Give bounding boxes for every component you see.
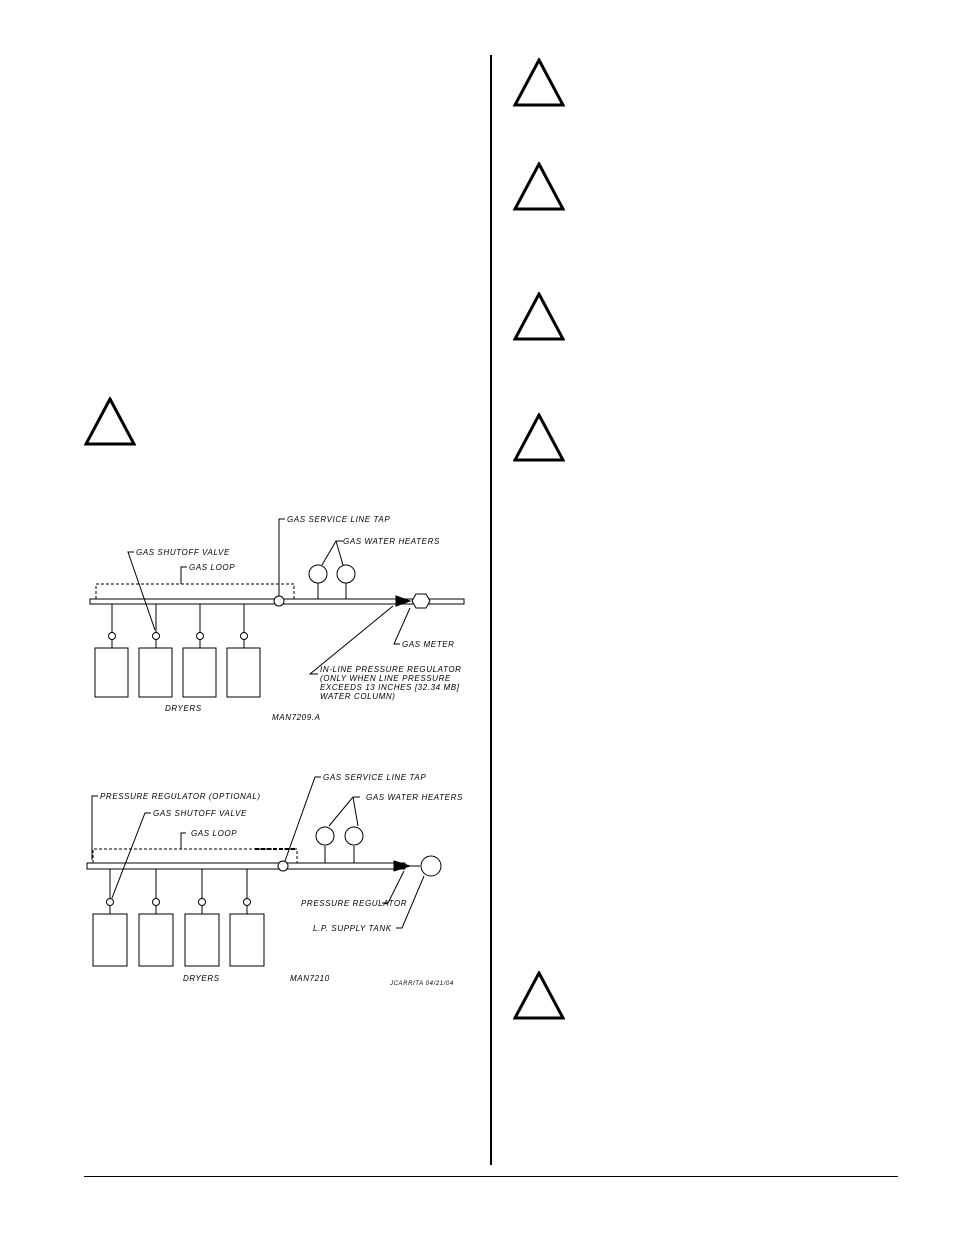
column-divider <box>490 55 492 1165</box>
label-shutoff-valve: GAS SHUTOFF VALVE <box>136 548 230 557</box>
label-regulator-1: IN-LINE PRESSURE REGULATOR <box>320 665 462 674</box>
gas-loop-outline <box>95 583 295 599</box>
dryer-unit <box>92 913 128 967</box>
pressure-regulator <box>393 860 412 872</box>
water-heater <box>308 564 328 584</box>
shutoff-valve <box>240 632 248 640</box>
label-gas-loop: GAS LOOP <box>189 563 235 572</box>
label-regulator-3: EXCEEDS 13 INCHES [32.34 MB] <box>320 683 460 692</box>
label-dryers: DRYERS <box>165 704 202 713</box>
gas-loop-outline <box>92 848 298 863</box>
label-shutoff-valve: GAS SHUTOFF VALVE <box>153 809 247 818</box>
label-pressure-regulator: PRESSURE REGULATOR <box>301 899 407 908</box>
water-heater <box>336 564 356 584</box>
dryer-unit <box>184 913 220 967</box>
warning-triangle-icon <box>84 397 136 446</box>
dryer-unit <box>138 647 173 698</box>
shutoff-valve <box>243 898 251 906</box>
dryer-unit <box>182 647 217 698</box>
lp-supply-tank <box>420 855 442 877</box>
warning-triangle-icon <box>513 971 565 1020</box>
label-regulator-2: (ONLY WHEN LINE PRESSURE <box>320 674 451 683</box>
figure-id: MAN7209.A <box>272 713 321 722</box>
shutoff-valve <box>106 898 114 906</box>
pressure-regulator <box>395 595 412 607</box>
gas-meter <box>411 593 431 609</box>
label-water-heaters: GAS WATER HEATERS <box>343 537 440 546</box>
dryer-unit <box>138 913 174 967</box>
dryer-unit <box>94 647 129 698</box>
label-gas-loop: GAS LOOP <box>191 829 237 838</box>
shutoff-valve <box>196 632 204 640</box>
label-service-tap: GAS SERVICE LINE TAP <box>323 773 426 782</box>
shutoff-valve <box>152 898 160 906</box>
shutoff-valve <box>152 632 160 640</box>
warning-triangle-icon <box>513 413 565 462</box>
dryer-unit <box>229 913 265 967</box>
label-regulator-4: WATER COLUMN) <box>320 692 396 701</box>
label-lp-tank: L.P. SUPPLY TANK <box>313 924 392 933</box>
dryer-unit <box>226 647 261 698</box>
footer-rule <box>84 1176 898 1177</box>
water-heater <box>344 826 364 846</box>
shutoff-valve <box>108 632 116 640</box>
warning-triangle-icon <box>513 162 565 211</box>
label-dryers: DRYERS <box>183 974 220 983</box>
main-gas-pipe <box>86 862 406 870</box>
label-service-tap: GAS SERVICE LINE TAP <box>287 515 390 524</box>
label-water-heaters: GAS WATER HEATERS <box>366 793 463 802</box>
shutoff-valve <box>198 898 206 906</box>
figure-id: MAN7210 <box>290 974 330 983</box>
label-pressure-reg-optional: PRESSURE REGULATOR (OPTIONAL) <box>100 792 261 801</box>
warning-triangle-icon <box>513 58 565 107</box>
warning-triangle-icon <box>513 292 565 341</box>
service-tap-valve <box>277 860 289 872</box>
drafter-stamp: JCARRITA 04/21/04 <box>389 981 454 987</box>
label-gas-meter: GAS METER <box>402 640 455 649</box>
water-heater <box>315 826 335 846</box>
